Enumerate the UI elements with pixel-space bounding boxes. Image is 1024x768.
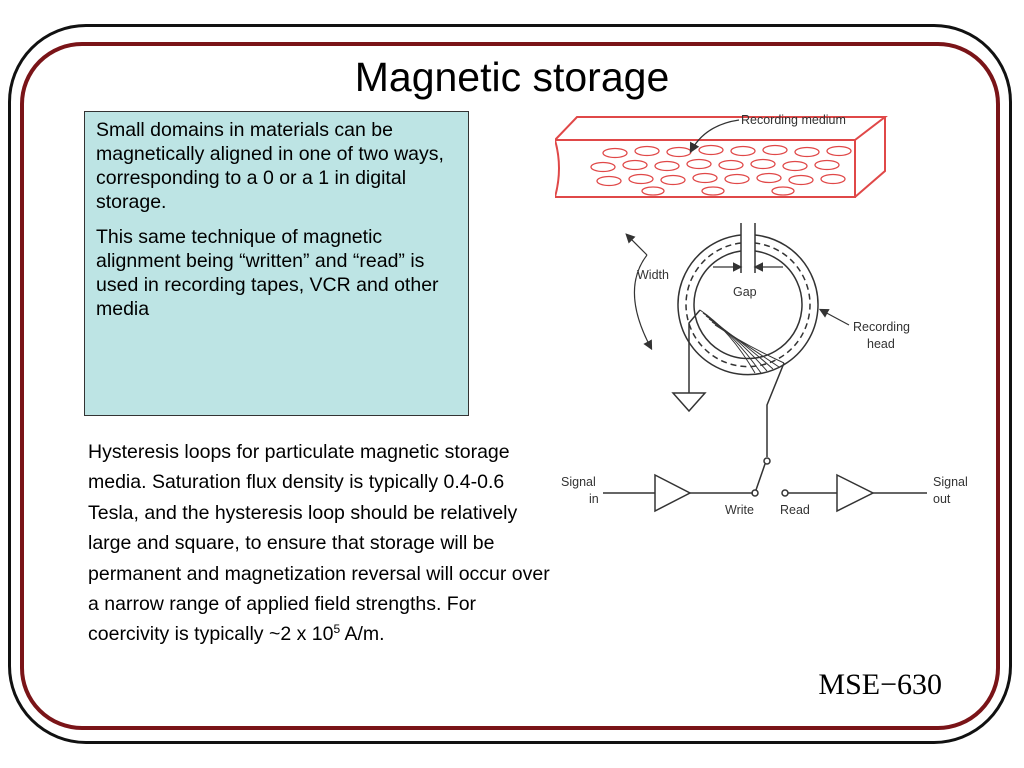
slide-inner-border: [20, 42, 1000, 730]
label-signal-out-line2: out: [933, 492, 951, 506]
label-signal-in-line2: in: [589, 492, 599, 506]
write-contact: [751, 489, 759, 497]
write-amplifier: [654, 473, 692, 513]
label-read: Read: [780, 503, 810, 517]
label-recording-head-line2: head: [867, 337, 895, 351]
recording-head-arrow: [818, 308, 850, 326]
caption-unit: A/m.: [340, 623, 385, 646]
callout-paragraph-2: This same technique of magnetic alignmen…: [96, 226, 439, 320]
label-signal-out-line1: Signal: [933, 475, 968, 489]
label-signal-in-line1: Signal: [561, 475, 596, 489]
recording-medium-tape: [555, 116, 888, 198]
slide-outer-border: [8, 24, 1012, 744]
caption-text: Hysteresis loops for particulate magneti…: [88, 441, 550, 646]
callout-paragraph-1: Small domains in materials can be magnet…: [96, 119, 444, 213]
width-arrow-down: [633, 254, 653, 351]
footer-course-label: MSE−630: [818, 668, 942, 701]
label-gap: Gap: [733, 285, 757, 299]
width-arrow-up: [625, 233, 648, 256]
recording-head-diagram: Recording medium Gap Width Recording hea…: [555, 113, 968, 517]
label-write: Write: [725, 503, 754, 517]
label-recording-medium: Recording medium: [741, 113, 846, 127]
recording-medium-arrow: [689, 119, 740, 154]
label-width: Width: [637, 268, 669, 282]
label-recording-head-line1: Recording: [853, 320, 910, 334]
read-contact: [781, 489, 789, 497]
read-amplifier: [836, 473, 875, 513]
switch-pivot: [763, 457, 771, 465]
magnetic-domains: [590, 144, 852, 196]
switch-lever: [755, 463, 766, 491]
callout-box: Small domains in materials can be magnet…: [84, 111, 469, 416]
diagram-caption: Hysteresis loops for particulate magneti…: [88, 437, 558, 650]
caption-exponent: 5: [333, 622, 341, 637]
slide-title: Magnetic storage: [354, 54, 670, 100]
ground-symbol: [671, 309, 707, 413]
coil-wire: [766, 362, 785, 457]
coil-windings: [699, 309, 785, 374]
